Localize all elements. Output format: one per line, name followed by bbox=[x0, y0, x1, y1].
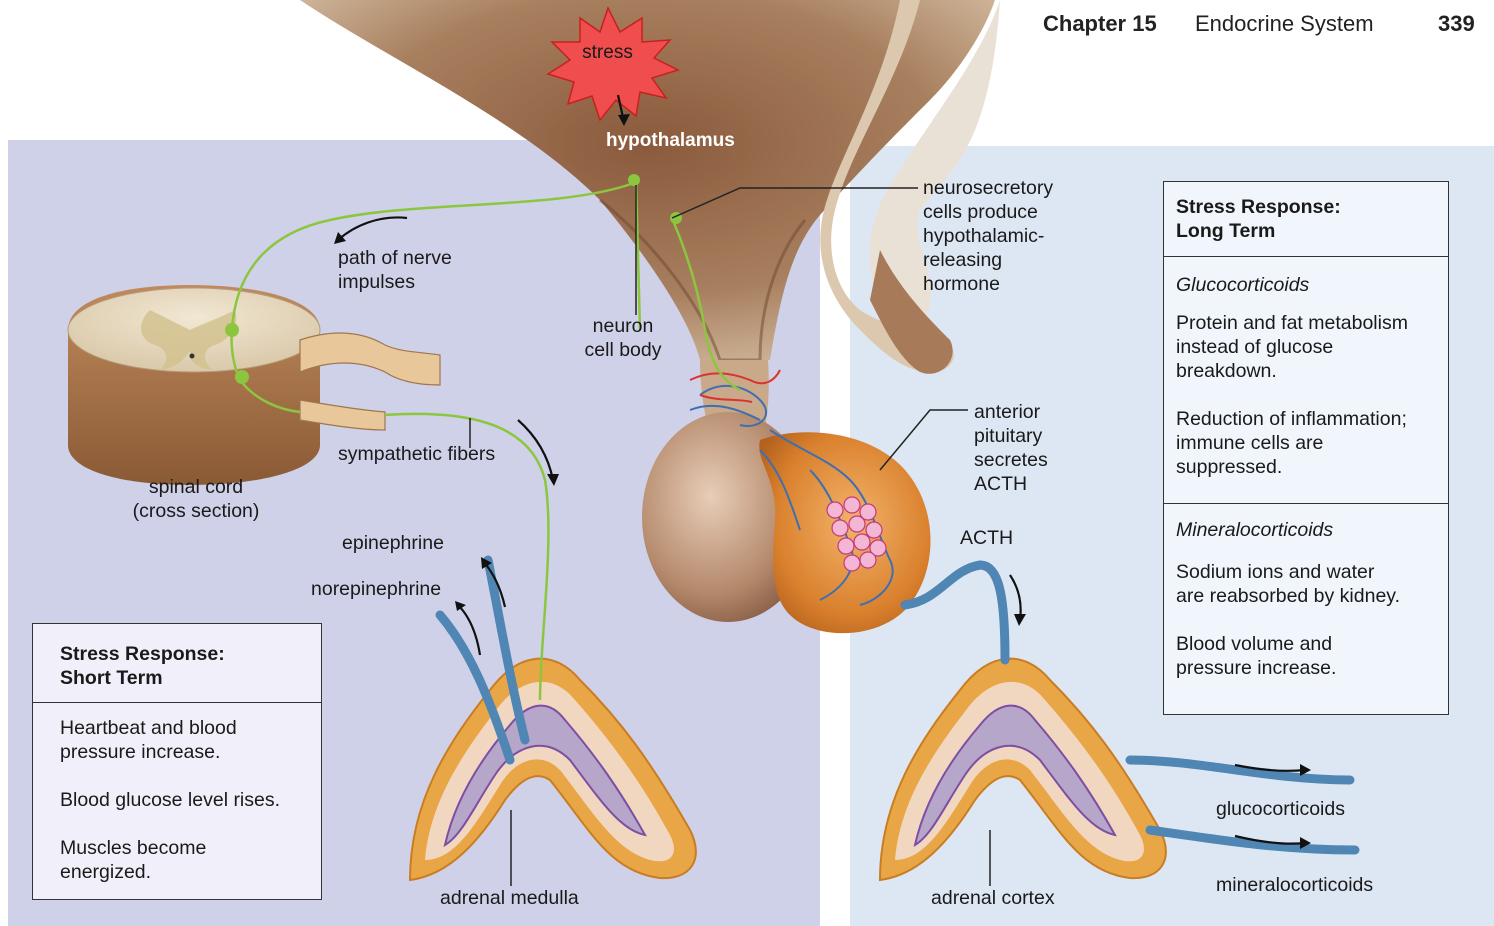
glucocorticoids-heading: Glucocorticoids bbox=[1176, 273, 1438, 297]
nerve-path-label: path of nerve impulses bbox=[338, 246, 452, 294]
norepinephrine-label: norepinephrine bbox=[311, 577, 441, 601]
adrenal-gland-right bbox=[880, 659, 1166, 880]
hypothalamus-label: hypothalamus bbox=[606, 130, 735, 152]
sympathetic-fibers-label: sympathetic fibers bbox=[338, 442, 495, 466]
epinephrine-label: epinephrine bbox=[342, 531, 444, 555]
long-term-title: Stress Response: Long Term bbox=[1164, 182, 1448, 257]
stress-label: stress bbox=[560, 42, 655, 64]
short-term-title: Stress Response: Short Term bbox=[33, 624, 321, 703]
glucocorticoids-section: Glucocorticoids Protein and fat metaboli… bbox=[1164, 257, 1448, 479]
mineralocorticoids-item: Blood volume and pressure increase. bbox=[1176, 632, 1438, 680]
glucocorticoids-item: Reduction of inflammation; immune cells … bbox=[1176, 407, 1438, 479]
adrenal-cortex-label: adrenal cortex bbox=[931, 886, 1055, 910]
mineralocorticoids-heading: Mineralocorticoids bbox=[1176, 518, 1438, 542]
acth-label: ACTH bbox=[960, 526, 1013, 550]
mineralocorticoids-section: Mineralocorticoids Sodium ions and water… bbox=[1164, 504, 1448, 680]
short-term-item: Heartbeat and blood pressure increase. bbox=[60, 716, 311, 764]
short-term-item: Blood glucose level rises. bbox=[60, 788, 311, 812]
neurosecretory-label: neurosecretory cells produce hypothalami… bbox=[923, 176, 1053, 296]
long-term-box: Stress Response: Long Term Glucocorticoi… bbox=[1163, 181, 1449, 715]
neuron-cell-body-label: neuron cell body bbox=[568, 314, 678, 362]
short-term-box: Stress Response: Short Term Heartbeat an… bbox=[32, 623, 322, 900]
mineralocorticoids-label: mineralocorticoids bbox=[1216, 873, 1373, 897]
adrenal-medulla-label: adrenal medulla bbox=[440, 886, 579, 910]
glucocorticoids-label: glucocorticoids bbox=[1216, 797, 1345, 821]
short-term-item: Muscles become energized. bbox=[60, 836, 311, 884]
anterior-pituitary-label: anterior pituitary secretes ACTH bbox=[974, 400, 1048, 496]
adrenal-gland-left bbox=[410, 659, 696, 880]
glucocorticoids-item: Protein and fat metabolism instead of gl… bbox=[1176, 311, 1438, 383]
mineralocorticoids-item: Sodium ions and water are reabsorbed by … bbox=[1176, 560, 1438, 608]
short-term-body: Heartbeat and blood pressure increase. B… bbox=[33, 703, 321, 884]
spinal-cord-label: spinal cord (cross section) bbox=[110, 475, 282, 523]
